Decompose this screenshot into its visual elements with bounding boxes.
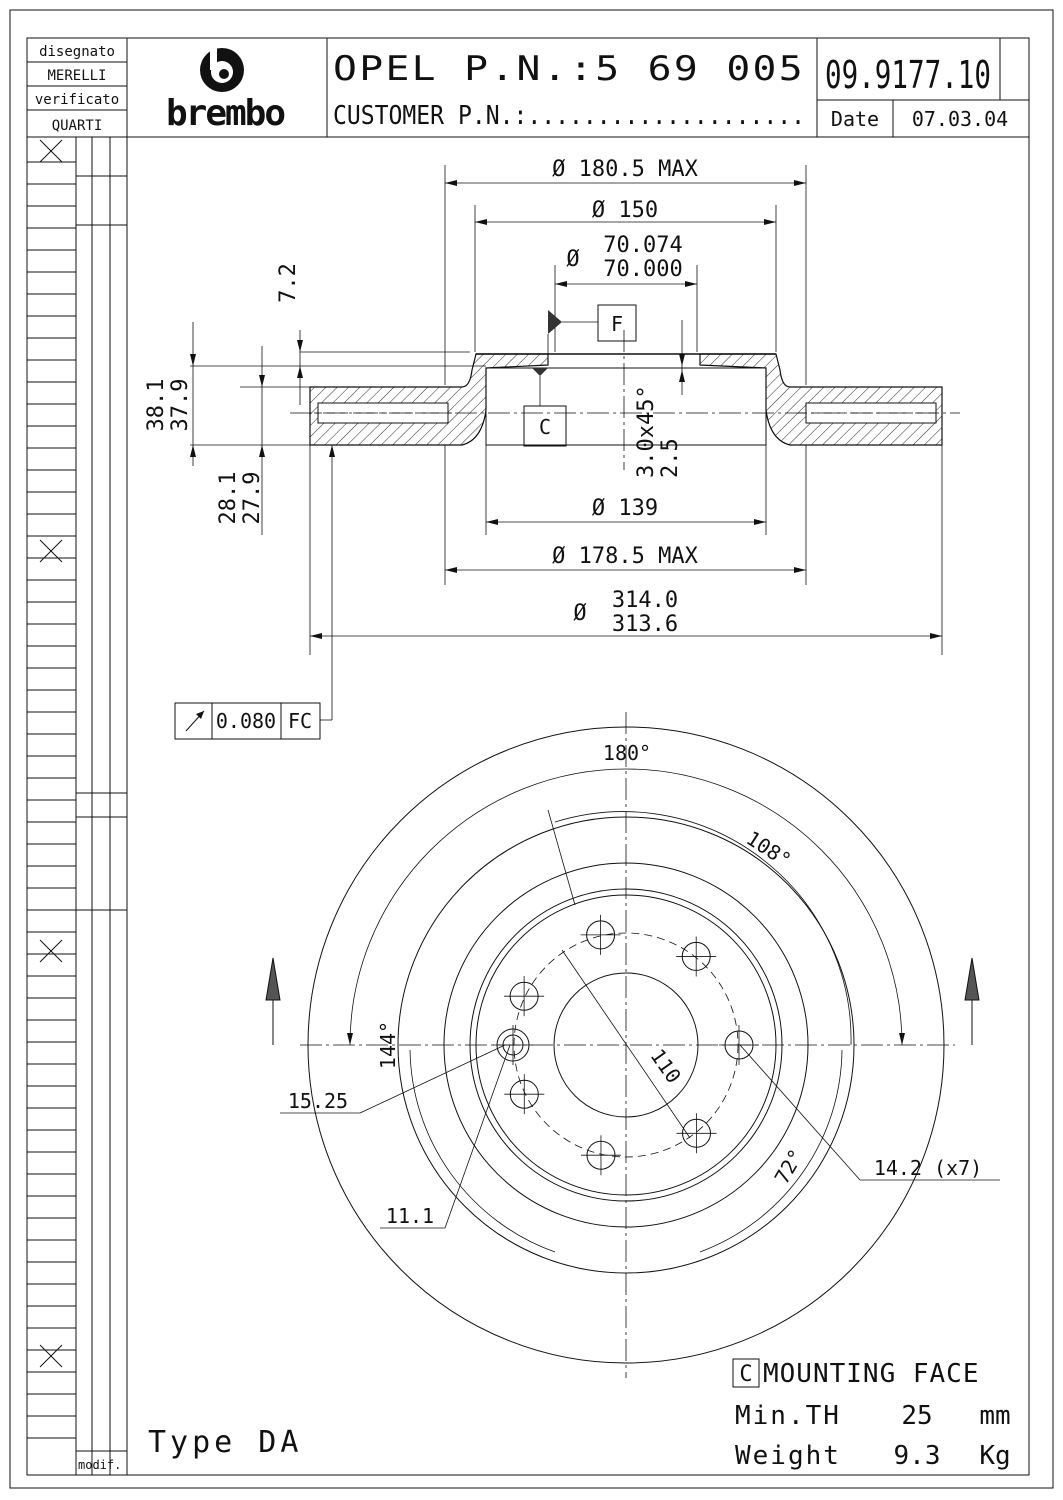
runout-datums: FC <box>288 709 312 733</box>
dim-dia-314-upper: 314.0 <box>612 588 678 613</box>
inner-frame <box>26 37 1030 1476</box>
dim-height-lower: 37.9 <box>168 379 193 432</box>
dim-height-upper: 38.1 <box>144 379 169 432</box>
runout-tolerance: 0.080 <box>216 709 276 733</box>
dim-dia-139: Ø 139 <box>592 496 658 521</box>
dim-chamfer-upper: 3.0x45° <box>634 385 659 478</box>
mounting-datum: C <box>739 1362 752 1387</box>
mounting-face-label: MOUNTING FACE <box>763 1359 980 1389</box>
revision-column: modif. <box>27 38 128 1475</box>
section-view: Ø 180.5 MAX Ø 150 Ø 70.074 70.000 F C 7.… <box>144 157 960 740</box>
dim-hat-thickness: 7.2 <box>276 263 301 303</box>
dim-dia-70-lower: 70.000 <box>603 257 682 282</box>
dim-width-lower: 27.9 <box>240 472 265 525</box>
min-thickness-unit: mm <box>979 1401 1010 1431</box>
dim-dia-314-lower: 313.6 <box>612 612 678 637</box>
weight-label: Weight <box>735 1441 841 1471</box>
datum-f: F <box>611 312 623 336</box>
angle-144: 144° <box>376 1021 400 1069</box>
hole-11-1: 11.1 <box>386 1204 434 1228</box>
dim-dia-178-5: Ø 178.5 MAX <box>552 544 698 569</box>
date-label: Date <box>831 107 879 131</box>
date-value: 07.03.04 <box>912 107 1008 131</box>
dim-dia-symbol: Ø <box>566 247 579 272</box>
dim-dia-symbol-314: Ø <box>573 601 586 626</box>
dim-dia-150: Ø 150 <box>592 198 658 223</box>
weight-value: 9.3 <box>894 1441 941 1471</box>
runout-arrow-icon <box>185 710 205 732</box>
angle-72: 72° <box>770 1145 809 1188</box>
weight-unit: Kg <box>979 1441 1010 1471</box>
dim-dia-180-5: Ø 180.5 MAX <box>552 157 698 182</box>
dim-width-upper: 28.1 <box>216 472 241 525</box>
min-thickness-label: Min.TH <box>735 1401 841 1431</box>
drawn-label: disegnato <box>39 44 115 60</box>
dim-chamfer-lower: 2.5 <box>658 438 683 478</box>
modif-label: modif. <box>78 1458 121 1472</box>
notes-block: C MOUNTING FACE Min.TH 25 mm Weight 9.3 … <box>148 1358 1011 1471</box>
brembo-logo-icon <box>200 48 244 92</box>
outer-frame <box>9 9 1054 1489</box>
customer-part-number: CUSTOMER P.N.:.................... <box>333 101 805 131</box>
locating-hole <box>496 1028 530 1062</box>
oem-part-number: OPEL P.N.:5 69 005 <box>333 49 805 89</box>
drawing-number: 09.9177.10 <box>825 53 991 97</box>
bolt-hole-callout: 14.2 (x7) <box>874 1156 982 1180</box>
brand-wordmark: brembo <box>166 93 284 134</box>
front-view: 180° 108° 144° 72° 110 14.2 (x7) 15.25 1… <box>265 712 1000 1378</box>
title-block: disegnato MERELLI verificato QUARTI brem… <box>27 38 1029 138</box>
angle-180: 180° <box>603 741 651 765</box>
drawn-by: MERELLI <box>47 68 106 84</box>
dim-dia-70-upper: 70.074 <box>603 233 682 258</box>
hole-15-25: 15.25 <box>288 1089 348 1113</box>
datum-c: C <box>539 415 551 439</box>
checked-by: QUARTI <box>52 118 103 134</box>
min-thickness-value: 25 <box>901 1401 932 1431</box>
checked-label: verificato <box>35 92 119 108</box>
type-label: Type DA <box>148 1425 302 1460</box>
angle-108: 108° <box>742 826 795 872</box>
